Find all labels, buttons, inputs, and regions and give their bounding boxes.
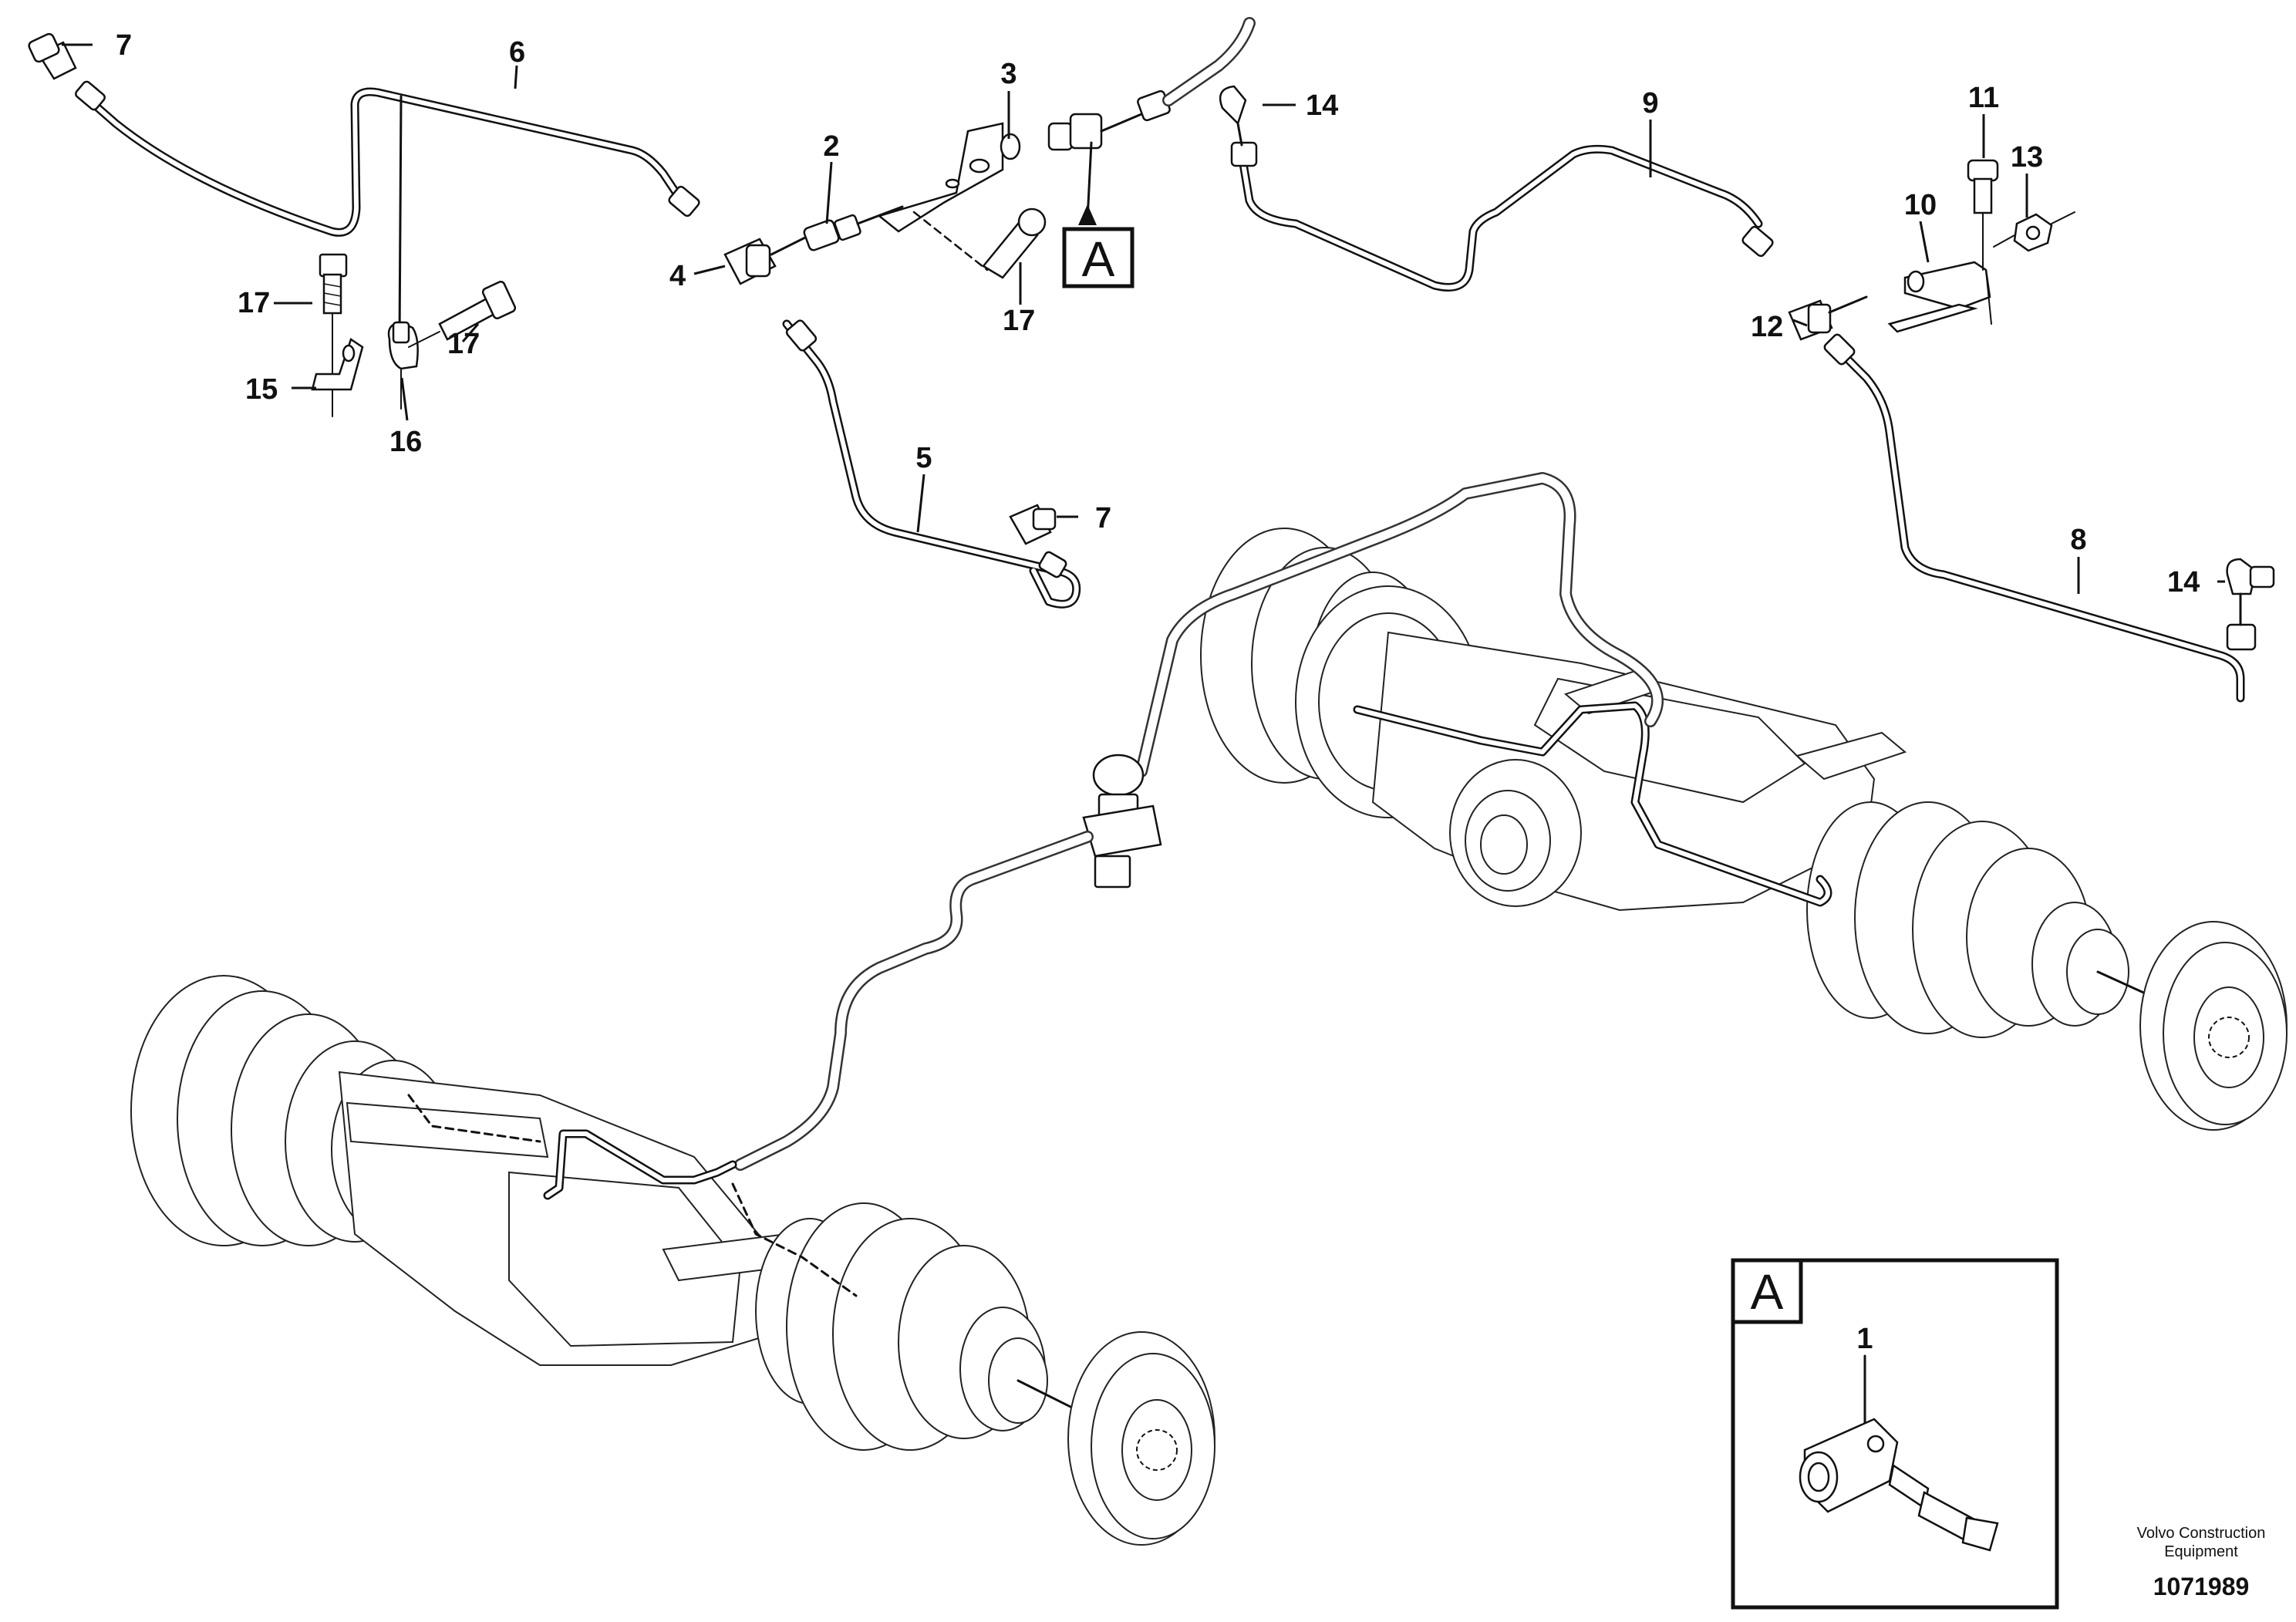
callout-17-center: 17 [1003,305,1035,337]
callout-1: 1 [1856,1323,1873,1355]
callout-box-a [1062,227,1135,288]
pressure-sensor-1 [1799,1418,1999,1552]
callout-7-top: 7 [116,29,132,62]
tee-fitting-4 [723,238,777,285]
tube-nut-6b [668,185,700,218]
callout-9: 9 [1642,87,1658,120]
detail-letter-a: A [1751,1264,1784,1320]
tube-nut-5b [1038,551,1067,578]
hose-connector-upper [1137,17,1256,122]
bracket-10 [1887,261,1991,333]
tube-nut-8a [1823,333,1856,366]
tube-9 [1237,144,1763,292]
elbow-fitting-7-top [28,32,77,80]
callout-14-top: 14 [1306,89,1338,122]
tube-nut-6a [75,80,106,111]
bolt-17-mid [438,281,517,341]
callout-17-mid: 17 [447,328,480,360]
nut-13 [2013,213,2053,252]
bracket-pressure-sensor [877,122,1004,233]
elbow-fitting-14-top [1219,85,1258,167]
hose-front [734,831,1094,1171]
hose-rear [1135,472,1664,777]
tube-6 [80,87,683,237]
callout-12: 12 [1751,311,1783,343]
callout-17-left: 17 [238,287,270,319]
leader-lines [62,43,2225,594]
callout-16: 16 [389,426,422,458]
callout-15: 15 [245,373,278,406]
credit-line-1: Volvo Construction [2137,1525,2266,1542]
callout-10: 10 [1904,189,1937,221]
bracket-15 [311,338,364,391]
tube-5 [782,319,1081,609]
callout-8: 8 [2070,524,2086,556]
rear-axle [1200,528,2288,1131]
detail-box-a [1731,1258,2059,1610]
drawing-number: 1071989 [2153,1573,2250,1600]
adapter-2 [803,214,861,251]
brake-valve-block [1082,754,1162,889]
callout-13: 13 [2011,141,2043,174]
tube-8 [1831,342,2245,703]
front-axle [130,975,1215,1546]
elbow-fitting-7-lower [1009,504,1057,545]
elbow-fitting-14-right [2226,558,2275,595]
clamp-guide-line [398,95,403,341]
tee-fitting-12 [1788,299,1833,341]
callout-3: 3 [1000,58,1017,90]
callout-2: 2 [823,130,839,163]
bolt-17-center [982,207,1047,279]
callout-letter-a: A [1082,231,1115,287]
credit-line-2: Equipment [2164,1543,2238,1560]
bolt-17-left [319,253,348,315]
callout-4: 4 [669,260,686,292]
clamp-16 [387,321,419,370]
callout-6: 6 [509,36,525,69]
callout-5: 5 [915,442,932,474]
tube-nut-9b [1741,225,1774,258]
callout-14-right: 14 [2167,566,2200,599]
fitting-a [1047,113,1103,151]
callout-11: 11 [1968,82,1999,114]
bolt-11 [1967,159,1999,214]
tube-nut-5a [785,319,818,352]
callout-7-lower: 7 [1095,502,1111,534]
tube-nut-8b [2226,623,2257,651]
washer-3 [1000,133,1021,160]
